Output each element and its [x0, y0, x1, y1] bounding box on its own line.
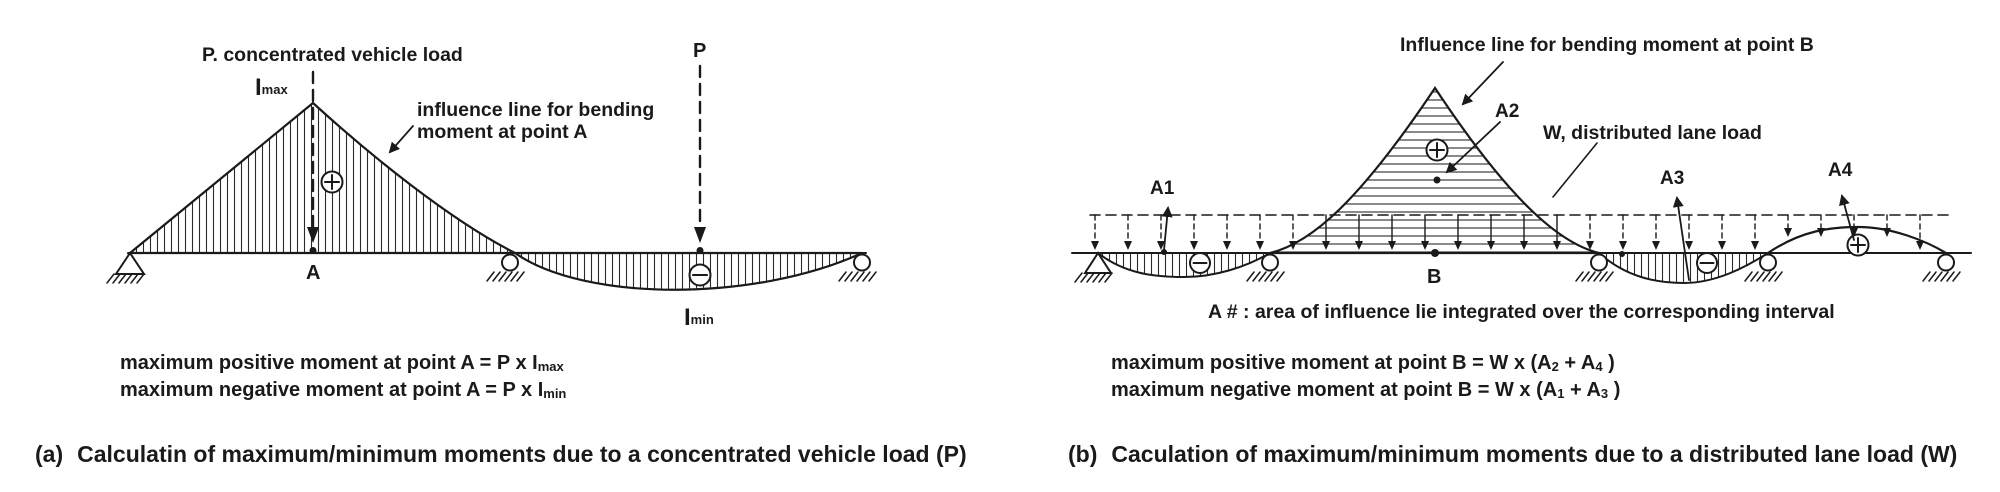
imax-base: I — [255, 74, 262, 101]
load-arrow-at-a — [307, 70, 319, 254]
negative-region-icon — [688, 263, 712, 287]
formula-negative-b-mid: + A — [1564, 379, 1601, 401]
load-arrow — [1684, 214, 1694, 251]
roller-support — [1922, 253, 1961, 282]
formula-positive-b-sub2: 4 — [1595, 359, 1603, 374]
area-a1-label: A1 — [1150, 178, 1175, 199]
imax-label: Imax — [255, 74, 288, 102]
positive-influence-area-a2 — [1269, 86, 1600, 255]
area-a4-label: A4 — [1828, 160, 1853, 181]
imax-sub: max — [261, 82, 288, 97]
load-arrow — [1783, 214, 1793, 238]
formula-negative-b-text: maximum negative moment at point B = W x… — [1111, 379, 1558, 401]
a1-pointer-dot — [1161, 249, 1167, 255]
negative-influence-area-a — [511, 251, 863, 291]
a2-pointer-arrow — [1445, 121, 1501, 174]
area-note: A # : area of influence lie integrated o… — [1208, 301, 1835, 323]
caption-a-label: (a) — [35, 441, 64, 467]
caption-b: (b) Caculation of maximum/minimum moments… — [1068, 441, 1957, 467]
influence-line-pointer-arrow — [388, 125, 414, 154]
zero-crossing-dot — [1619, 251, 1625, 257]
diagram-a — [106, 64, 877, 291]
formula-negative-b-sub2: 3 — [1600, 386, 1609, 401]
formula-negative-b-sub1: 1 — [1557, 386, 1565, 401]
distributed-load-label: W, distributed lane load — [1543, 122, 1762, 144]
point-a-label: A — [306, 262, 321, 284]
concentrated-load-label: P. concentrated vehicle load — [202, 44, 463, 66]
point-b-label: B — [1427, 266, 1442, 288]
load-arrow — [1123, 214, 1133, 251]
pin-support — [1074, 251, 1113, 283]
point-load-symbol: P — [693, 40, 707, 62]
formula-negative-a: maximum negative moment at point A = P x… — [120, 379, 566, 402]
influence-line-label-a-line1: influence line for bending — [417, 99, 655, 121]
roller-support — [838, 253, 877, 282]
area-a2-label: A2 — [1495, 101, 1520, 122]
load-arrow — [1915, 214, 1925, 251]
influence-line-label-a-line2: moment at point A — [417, 121, 588, 143]
influence-line-label-a: influence line for bending moment at poi… — [417, 99, 654, 143]
caption-a-text: Calculatin of maximum/minimum moments du… — [77, 441, 967, 467]
distributed-load — [1089, 214, 1951, 251]
imin-label: Imin — [684, 304, 714, 332]
formula-negative-a-sub: min — [543, 386, 567, 401]
negative-region-icon — [1696, 252, 1718, 274]
load-arrow — [1618, 214, 1628, 251]
positive-region-icon — [1846, 233, 1870, 257]
a4-pointer-arrow — [1839, 194, 1855, 241]
formula-positive-b-mid: + A — [1558, 352, 1596, 374]
positive-region-icon — [320, 170, 344, 194]
positive-influence-area-a4 — [1766, 225, 1948, 255]
load-arrow — [1585, 214, 1595, 251]
roller-support — [1744, 253, 1783, 282]
point-b-marker — [1431, 249, 1439, 257]
load-arrow — [1090, 214, 1100, 251]
formula-positive-a-sub: max — [537, 359, 564, 374]
caption-b-text: Caculation of maximum/minimum moments du… — [1111, 441, 1958, 467]
roller-support — [1246, 253, 1285, 282]
load-arrow — [1750, 214, 1760, 251]
formula-positive-b-sub1: 2 — [1551, 359, 1559, 374]
formula-negative-b: maximum negative moment at point B = W x… — [1111, 379, 1620, 402]
load-arrow-at-min — [694, 64, 706, 254]
load-arrow — [1816, 214, 1826, 238]
negative-region-icon — [1189, 252, 1211, 274]
caption-b-label: (b) — [1068, 441, 1098, 467]
load-arrow — [1717, 214, 1727, 251]
formula-negative-b-end: ) — [1608, 379, 1621, 401]
diagram-b — [1071, 61, 1972, 285]
a3-pointer-arrow — [1672, 196, 1690, 281]
formula-positive-b-text: maximum positive moment at point B = W x… — [1111, 352, 1552, 374]
diagram-b-title: Influence line for bending moment at poi… — [1400, 34, 1814, 56]
negative-influence-area-a3 — [1596, 252, 1772, 285]
title-pointer-arrow — [1461, 61, 1504, 106]
pin-support — [106, 251, 146, 284]
roller-support — [1575, 253, 1614, 282]
a1-pointer-arrow — [1161, 206, 1173, 251]
caption-a: (a) Calculatin of maximum/minimum moments… — [35, 441, 967, 467]
formula-positive-a: maximum positive moment at point A = P x… — [120, 352, 564, 375]
a2-pointer-dot — [1433, 176, 1441, 184]
formula-positive-b-end: ) — [1602, 352, 1615, 374]
w-label-pointer-line — [1552, 142, 1598, 198]
load-arrow — [1651, 214, 1661, 251]
formula-positive-a-text: maximum positive moment at point A = P x… — [120, 352, 538, 374]
load-arrow — [1222, 214, 1232, 251]
imin-base: I — [684, 304, 691, 331]
formula-negative-a-text: maximum negative moment at point A = P x… — [120, 379, 544, 401]
negative-influence-area-a1 — [1095, 252, 1274, 279]
load-arrow — [1882, 214, 1892, 238]
imin-sub: min — [690, 312, 714, 327]
positive-region-icon — [1425, 138, 1449, 162]
load-arrow — [1189, 214, 1199, 251]
load-arrow — [1255, 214, 1265, 251]
formula-positive-b: maximum positive moment at point B = W x… — [1111, 352, 1615, 375]
roller-support — [486, 253, 525, 282]
area-a3-label: A3 — [1660, 168, 1685, 189]
